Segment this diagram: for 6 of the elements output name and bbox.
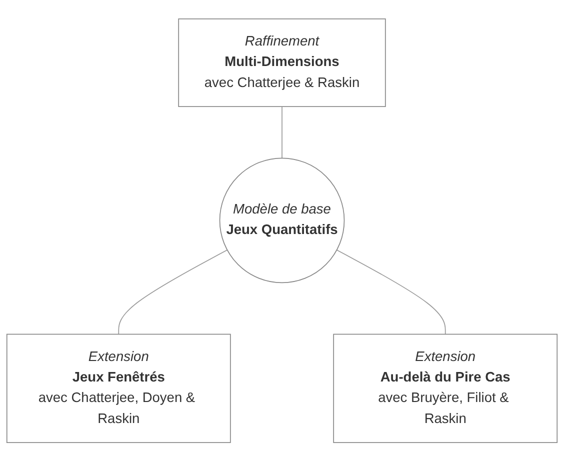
node-circle: Modèle de base Jeux Quantitatifs bbox=[219, 158, 345, 284]
node-box: Raffinement Multi-Dimensions avec Chatterjee & Raskin bbox=[178, 18, 386, 108]
connector bbox=[118, 250, 228, 335]
node-box: Extension Au-delà du Pire Cas avec Bruyère, Filiot & Raskin bbox=[333, 334, 558, 444]
connector bbox=[336, 250, 446, 335]
node-box: Extension Jeux Fenêtrés avec Chatterjee, Doyen & Raskin bbox=[6, 334, 231, 444]
